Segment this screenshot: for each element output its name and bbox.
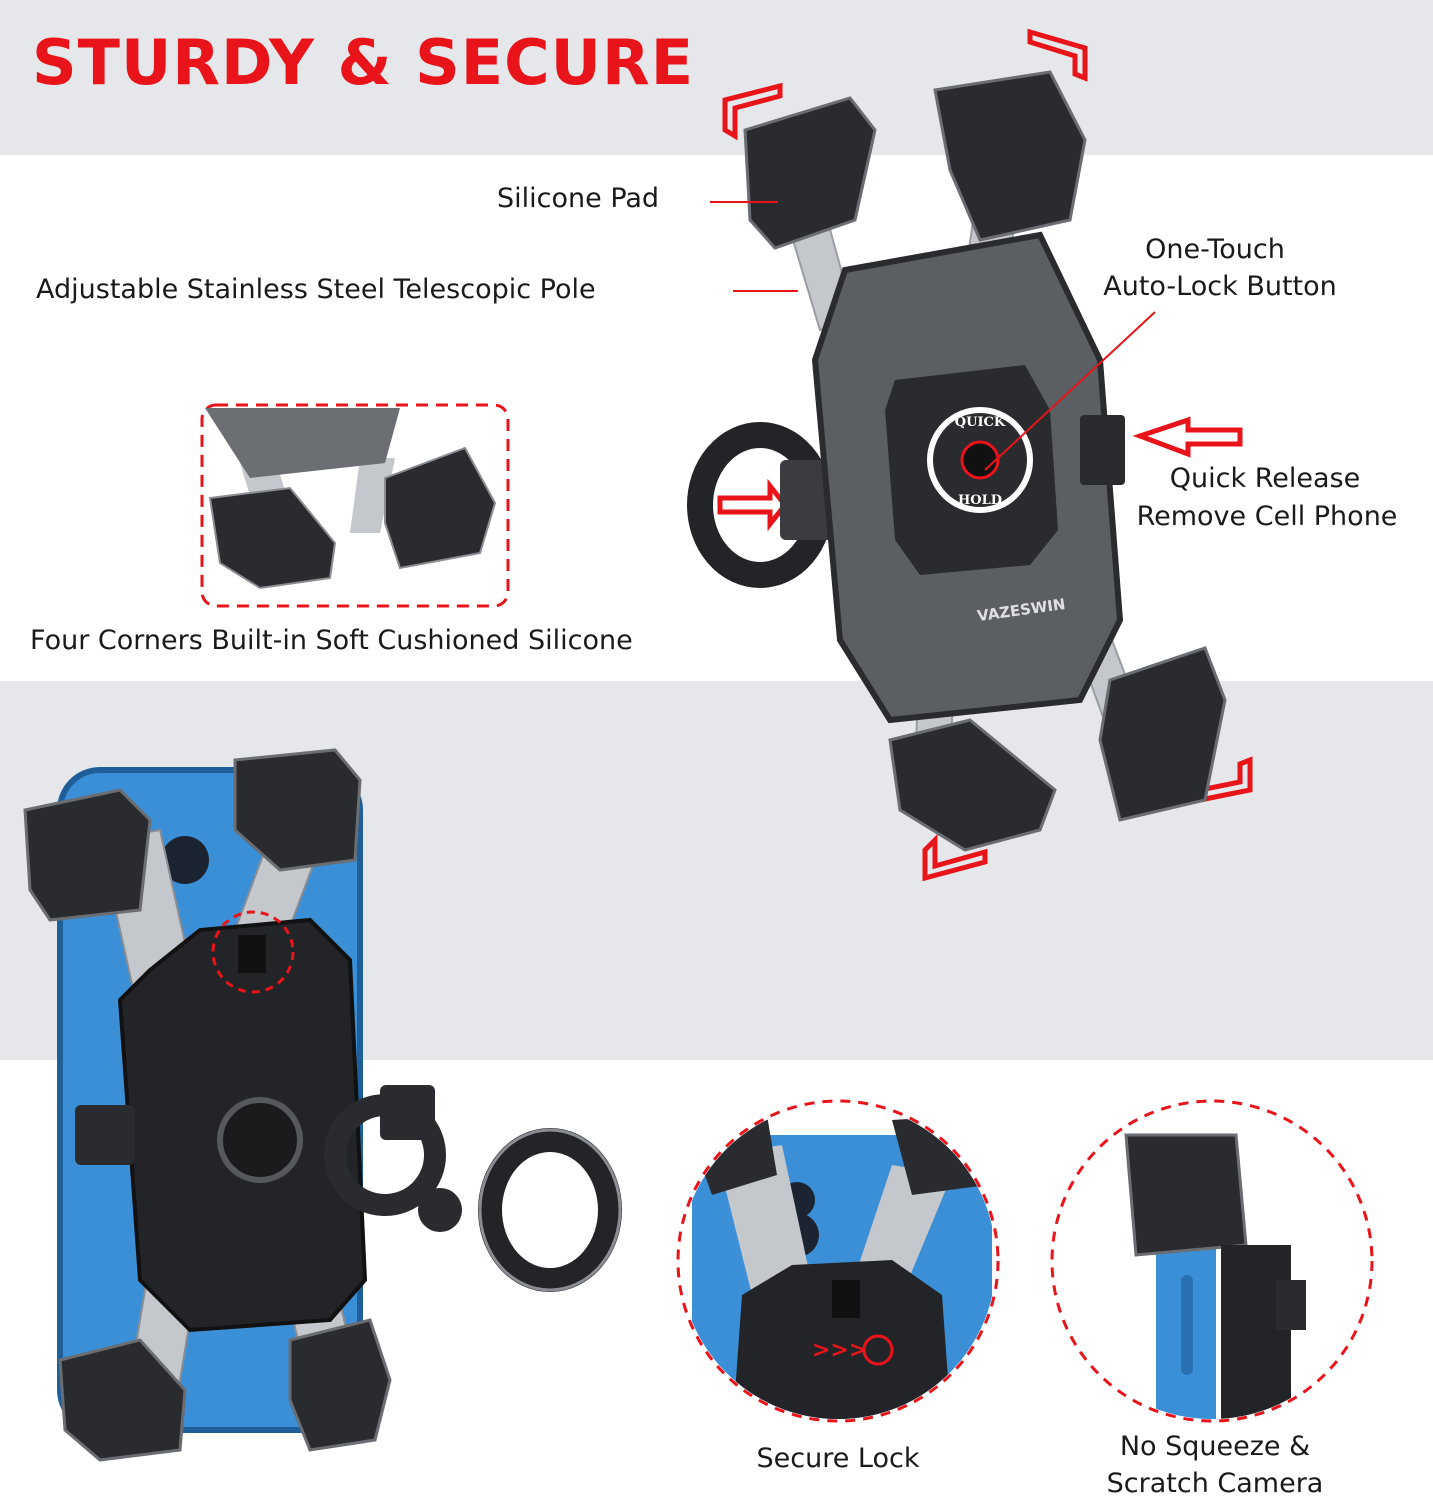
auto-lock-label-line1: One-Touch <box>1145 234 1285 265</box>
bar-clamp <box>478 1128 622 1292</box>
no-squeeze-detail <box>1050 1099 1374 1423</box>
ball-joint <box>217 1097 303 1183</box>
top-band <box>0 0 1433 155</box>
expand-arrow-top-right <box>1027 28 1088 82</box>
main-holder-illustration: QUICK HOLD VAZESWIN <box>687 28 1253 882</box>
lock-switch <box>238 935 266 973</box>
corner-grip-bottom-left <box>58 1338 187 1462</box>
release-arrow <box>1132 416 1243 458</box>
silicone-corner-inset <box>200 403 510 608</box>
four-corners-label: Four Corners Built-in Soft Cushioned Sil… <box>30 625 633 656</box>
mount-arrow <box>717 478 789 532</box>
quick-release-label-line1: Quick Release <box>1169 463 1361 494</box>
secure-lock-label: Secure Lock <box>756 1443 920 1474</box>
no-squeeze-label-line2: Scratch Camera <box>1106 1468 1324 1499</box>
phone-camera <box>161 836 209 884</box>
button-text-bottom: HOLD <box>958 493 1002 508</box>
expand-arrow-top-left <box>722 82 783 141</box>
grip-bottom-right <box>1098 646 1227 822</box>
corner-grip-top-right <box>233 748 362 872</box>
silicone-pad-label: Silicone Pad <box>497 183 660 214</box>
corner-grip-bottom-right <box>288 1318 392 1452</box>
headline: STURDY & SECURE <box>32 26 695 99</box>
grip-bottom-left <box>888 718 1057 852</box>
expand-arrow-bottom-left <box>922 833 988 882</box>
button-text-top: QUICK <box>955 415 1006 430</box>
quick-release-label-line2: Remove Cell Phone <box>1136 501 1398 532</box>
no-squeeze-label-line1: No Squeeze & <box>1119 1431 1311 1462</box>
inset-grip-left <box>208 486 337 590</box>
secure-lock-detail: >>> <box>676 1099 1000 1423</box>
svg-text:>>>: >>> <box>812 1338 867 1363</box>
side-tab-left <box>75 1105 135 1165</box>
grip-top-right <box>933 70 1087 242</box>
lock-nut <box>324 1094 446 1216</box>
telescopic-pole-label: Adjustable Stainless Steel Telescopic Po… <box>36 274 596 305</box>
callout-lines <box>710 201 1156 471</box>
auto-lock-label-line2: Auto-Lock Button <box>1103 271 1337 302</box>
phone-holder-illustration <box>23 748 622 1462</box>
inset-grip-right <box>384 446 497 570</box>
release-button <box>1080 415 1125 485</box>
extension-joint <box>418 1188 462 1232</box>
lock-highlight-circle <box>211 910 295 994</box>
corner-grip-top-left <box>23 788 152 922</box>
lock-button-core <box>960 440 1000 480</box>
grip-top-left <box>743 96 877 250</box>
